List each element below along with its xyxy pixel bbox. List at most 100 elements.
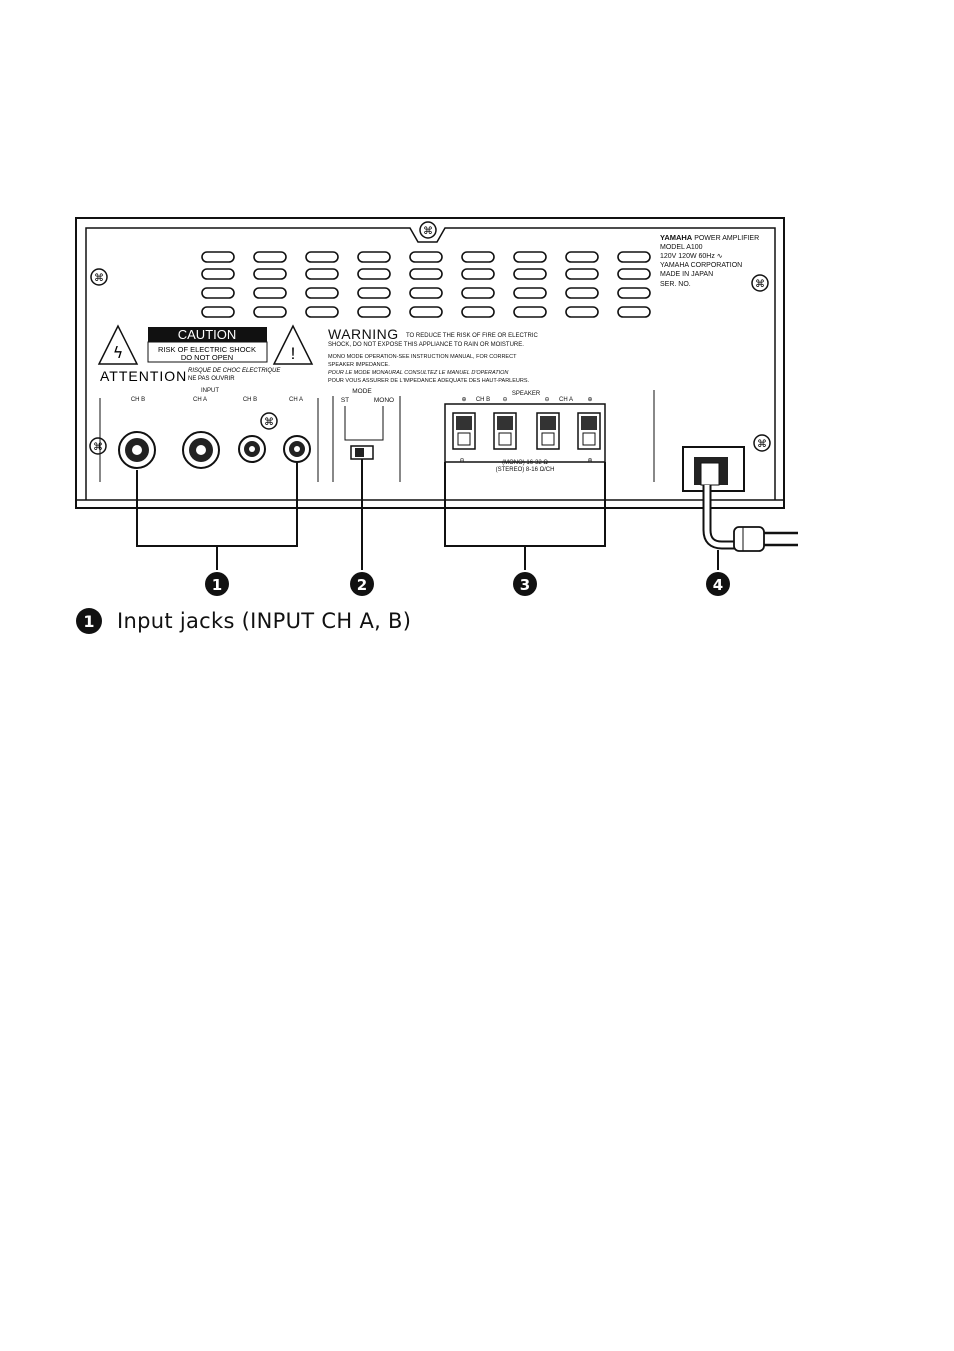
caution-label: ϟ CAUTION RISK OF ELECTRIC SHOCK DO NOT … [97, 324, 314, 384]
speaker-terminal-ch-b-plus[interactable] [452, 412, 476, 450]
svg-text:3: 3 [520, 576, 530, 594]
chassis-inner-outline [85, 227, 776, 500]
svg-text:⌘: ⌘ [423, 226, 433, 237]
vent-slot [201, 268, 235, 280]
speaker-terminal-ch-b-minus[interactable] [493, 412, 517, 450]
svg-text:CH A: CH A [559, 397, 573, 403]
svg-text:⊖: ⊖ [544, 397, 549, 403]
warning-label: WARNING TO REDUCE THE RISK OF FIRE OR EL… [328, 326, 538, 384]
vent-slot [565, 306, 599, 318]
vent-slot [357, 251, 391, 263]
vent-slot [409, 251, 443, 263]
vent-slot [357, 287, 391, 299]
screw-icon: ⌘ [89, 437, 107, 455]
speaker-terminal-ch-a-minus[interactable] [536, 412, 560, 450]
callout-bracket-speaker [444, 462, 606, 570]
screw-icon: ⌘ [753, 434, 771, 452]
svg-text:RISK OF ELECTRIC SHOCK: RISK OF ELECTRIC SHOCK [158, 345, 256, 354]
vent-slot [617, 287, 651, 299]
input-jack-ch-b-phone[interactable] [118, 431, 156, 469]
vent-slot [409, 287, 443, 299]
vent-slot [513, 251, 547, 263]
screw-icon: ⌘ [260, 412, 278, 430]
svg-text:CH B: CH B [243, 397, 257, 403]
svg-text:⌘: ⌘ [94, 273, 104, 284]
power-cord [653, 390, 798, 552]
svg-text:SER. NO.: SER. NO. [660, 281, 691, 288]
svg-text:ST: ST [341, 397, 349, 404]
svg-text:MADE IN JAPAN: MADE IN JAPAN [660, 271, 713, 278]
nameplate: YAMAHA POWER AMPLIFIER MODEL A100 120V 1… [660, 233, 759, 288]
svg-text:MODE: MODE [352, 388, 372, 395]
vent-slot [201, 306, 235, 318]
mode-section: MODE ST MONO [332, 388, 401, 482]
exclamation-warning-icon [272, 324, 314, 365]
callout-bracket-inputs [136, 462, 298, 570]
chassis-outline [75, 217, 785, 509]
speaker-section: SPEAKER ⊕ CH B ⊖ ⊖ CH A ⊕ ⊖ ⊕ (MONO) 16-… [444, 391, 606, 473]
caption-text: Input jacks (INPUT CH A, B) [117, 609, 412, 633]
svg-text:CH B: CH B [131, 397, 145, 403]
svg-text:MONO: MONO [374, 397, 394, 404]
caption-input-jacks: 1 Input jacks (INPUT CH A, B) [76, 604, 411, 638]
svg-text:TO REDUCE THE RISK OF FIRE OR: TO REDUCE THE RISK OF FIRE OR ELECTRIC [406, 333, 538, 339]
input-jack-ch-a-phone[interactable] [182, 431, 220, 469]
vent-slot [409, 268, 443, 280]
svg-text:!: ! [291, 344, 296, 363]
svg-text:POUR LE MODE MONAURAL CONSULTE: POUR LE MODE MONAURAL CONSULTEZ LE MANUE… [328, 370, 508, 376]
svg-text:ATTENTION: ATTENTION [100, 368, 187, 384]
vent-slot [461, 287, 495, 299]
vent-slot [201, 251, 235, 263]
svg-text:(STEREO) 8-16 Ω/CH: (STEREO) 8-16 Ω/CH [496, 467, 555, 473]
vent-slot [253, 251, 287, 263]
vent-slot [565, 287, 599, 299]
vent-slot [305, 287, 339, 299]
svg-text:NE PAS OUVRIR: NE PAS OUVRIR [188, 376, 235, 382]
svg-text:CH A: CH A [289, 397, 303, 403]
svg-text:⌘: ⌘ [264, 417, 274, 428]
svg-text:⌘: ⌘ [757, 439, 767, 450]
vent-slot [305, 268, 339, 280]
svg-text:SPEAKER: SPEAKER [512, 391, 541, 397]
input-jack-ch-b-rca[interactable] [238, 435, 266, 463]
svg-text:⊕: ⊕ [587, 458, 592, 464]
vent-slot [617, 251, 651, 263]
mode-switch[interactable] [350, 445, 374, 460]
svg-text:INPUT: INPUT [201, 388, 219, 394]
svg-text:CH B: CH B [476, 397, 490, 403]
vent-slot [253, 268, 287, 280]
svg-text:YAMAHA POWER AMPLIFIER: YAMAHA POWER AMPLIFIER [660, 233, 759, 242]
svg-text:CAUTION: CAUTION [178, 327, 237, 342]
screw-icon: ⌘ [751, 274, 769, 292]
vent-slot [253, 306, 287, 318]
callout-marker-1: 1 [205, 572, 229, 596]
vent-slot [513, 287, 547, 299]
svg-text:MONO MODE OPERATION-SEE INSTRU: MONO MODE OPERATION-SEE INSTRUCTION MANU… [328, 354, 517, 360]
vent-slot [201, 287, 235, 299]
vent-slot [461, 268, 495, 280]
speaker-terminal-ch-a-plus[interactable] [577, 412, 601, 450]
input-jack-ch-a-rca[interactable] [283, 435, 311, 463]
vent-slot [357, 268, 391, 280]
svg-text:MODEL A100: MODEL A100 [660, 244, 703, 251]
vent-slot [409, 306, 443, 318]
vent-slot [617, 268, 651, 280]
caption-number-badge: 1 [76, 608, 102, 634]
vent-slot [565, 251, 599, 263]
screw-icon: ⌘ [419, 221, 437, 239]
callout-marker-4: 4 [706, 572, 730, 596]
vent-slot [513, 268, 547, 280]
svg-text:4: 4 [713, 576, 723, 594]
vent-slot [305, 306, 339, 318]
svg-text:ϟ: ϟ [113, 343, 124, 362]
screw-icon: ⌘ [90, 268, 108, 286]
svg-text:SPEAKER IMPEDANCE.: SPEAKER IMPEDANCE. [328, 362, 390, 368]
svg-text:POUR VOUS ASSURER DE L'IMPEDAN: POUR VOUS ASSURER DE L'IMPEDANCE ADEQUAT… [328, 378, 530, 384]
svg-text:RISQUE DE CHOC ELECTRIQUE: RISQUE DE CHOC ELECTRIQUE [188, 368, 281, 374]
svg-text:2: 2 [357, 576, 367, 594]
callout-marker-2: 2 [350, 572, 374, 596]
vent-slot [357, 306, 391, 318]
svg-text:YAMAHA CORPORATION: YAMAHA CORPORATION [660, 262, 742, 269]
vent-slot [513, 306, 547, 318]
